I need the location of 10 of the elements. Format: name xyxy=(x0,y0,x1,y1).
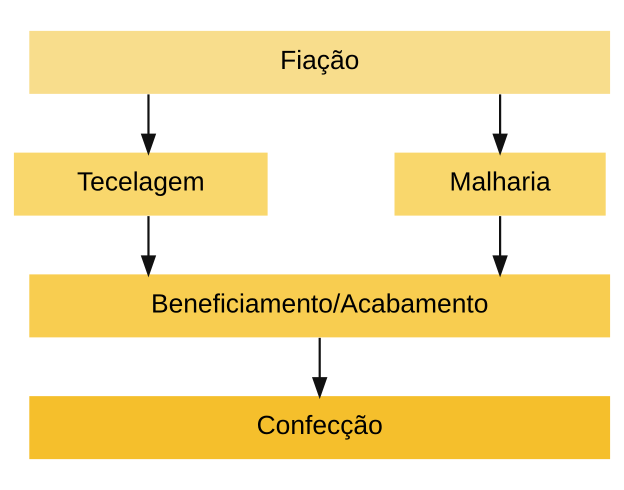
arrow xyxy=(140,94,156,156)
arrow xyxy=(492,94,508,156)
node-box: Malharia xyxy=(394,152,606,216)
node-box: Confecção xyxy=(29,396,610,460)
node-box: Tecelagem xyxy=(14,152,268,216)
node-box: Fiação xyxy=(29,30,610,94)
arrow xyxy=(140,216,156,278)
arrow xyxy=(312,338,328,400)
node-box: Beneficiamento/Acabamento xyxy=(29,274,610,338)
arrow xyxy=(492,216,508,278)
